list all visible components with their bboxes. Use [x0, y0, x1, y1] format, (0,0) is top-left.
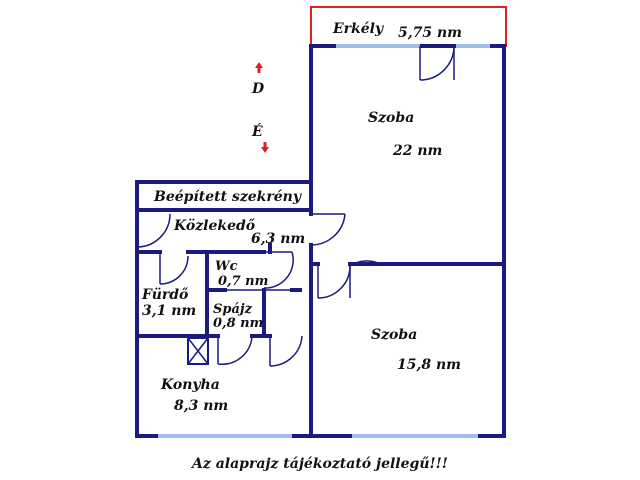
compass: D É	[251, 62, 269, 153]
wc-area: 0,7 nm	[218, 274, 268, 289]
compass-north-label: É	[251, 122, 263, 140]
arrow-down-icon	[261, 147, 269, 153]
balcony-area: 5,75 nm	[398, 25, 462, 41]
room-small-name: Szoba	[371, 327, 417, 343]
pantry-area: 0,8 nm	[213, 316, 263, 331]
balcony-name: Erkély	[332, 21, 384, 37]
pantry-name: Spájz	[213, 302, 253, 317]
wardrobe-name: Beépített szekrény	[153, 189, 302, 205]
compass-south-label: D	[251, 81, 265, 97]
kitchen-name: Konyha	[160, 377, 220, 393]
hallway-name: Közlekedő	[173, 218, 256, 234]
windows	[158, 44, 490, 438]
room-large-area: 22 nm	[392, 143, 442, 159]
room-large-name: Szoba	[368, 110, 414, 126]
hallway-area: 6,3 nm	[251, 231, 305, 247]
doors	[136, 45, 455, 367]
kitchen-area: 8,3 nm	[174, 398, 228, 414]
disclaimer-note: Az alaprajz tájékoztató jellegű!!!	[190, 456, 448, 472]
arrow-up-icon	[255, 62, 263, 68]
inner-walls	[135, 243, 506, 438]
bathroom-name: Fürdő	[141, 287, 189, 303]
vent-box	[187, 337, 209, 365]
bathroom-area: 3,1 nm	[142, 303, 196, 319]
room-small-area: 15,8 nm	[397, 357, 461, 373]
wc-name: Wc	[215, 259, 238, 274]
